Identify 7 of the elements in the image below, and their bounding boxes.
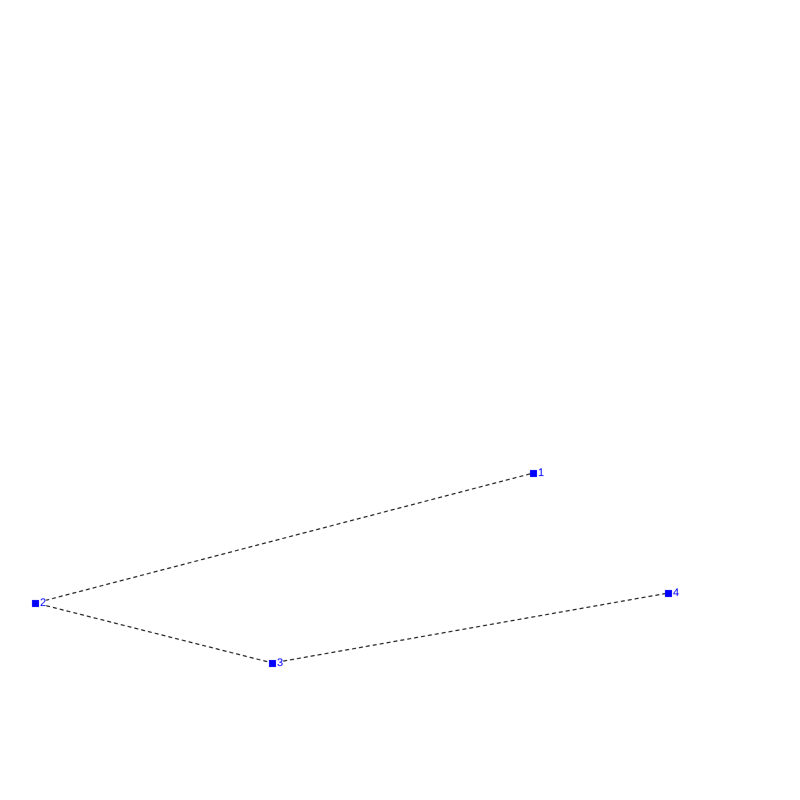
dashed-connector [282, 593, 666, 662]
point-label: 4 [673, 586, 680, 600]
point-label: 2 [40, 596, 46, 610]
point-label: 1 [538, 466, 544, 480]
dashed-connector [46, 605, 270, 663]
dashed-connector [46, 473, 530, 601]
point-label: 3 [277, 656, 284, 670]
